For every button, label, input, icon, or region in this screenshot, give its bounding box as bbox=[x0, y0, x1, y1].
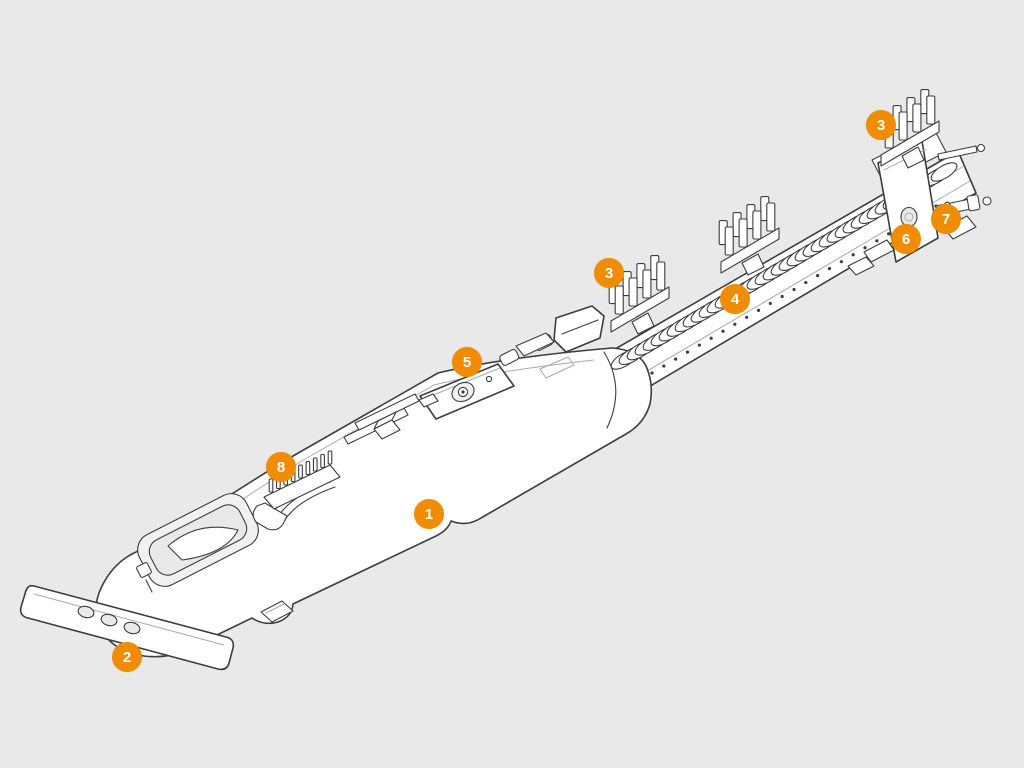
pin-tip bbox=[982, 196, 992, 206]
rail-hole bbox=[674, 357, 678, 361]
callout-label: 1 bbox=[424, 505, 434, 523]
rail-hole bbox=[733, 322, 737, 326]
rail-hole bbox=[863, 246, 867, 250]
rail-hole bbox=[650, 371, 654, 375]
callout-label: 6 bbox=[901, 230, 911, 248]
callout-badge-8: 8 bbox=[266, 452, 296, 482]
comb-tooth bbox=[327, 450, 333, 465]
bracket-foot bbox=[863, 239, 895, 263]
callout-badge-5: 5 bbox=[452, 347, 482, 377]
callout-badge-3: 3 bbox=[866, 110, 896, 140]
plate-hole bbox=[123, 621, 141, 635]
comb-tooth bbox=[312, 457, 318, 472]
tab-group bbox=[499, 348, 520, 366]
callout-badge-7: 7 bbox=[931, 204, 961, 234]
callout-label: 8 bbox=[276, 458, 286, 476]
plate-hole bbox=[77, 605, 95, 619]
bracket-hole-rim bbox=[904, 212, 914, 222]
rail-hole bbox=[875, 239, 879, 243]
rail-hole bbox=[709, 336, 713, 340]
rail-hole bbox=[756, 308, 761, 312]
knob-stem bbox=[145, 579, 153, 593]
rail-hole bbox=[827, 267, 832, 271]
body-outline bbox=[95, 347, 653, 658]
screw-hole bbox=[485, 375, 493, 383]
callout-label: 3 bbox=[604, 264, 614, 282]
front-foot bbox=[260, 600, 294, 623]
main-body bbox=[95, 347, 653, 658]
comb-base bbox=[263, 464, 341, 510]
callout-badge-3: 3 bbox=[594, 258, 624, 288]
pin-collar bbox=[966, 194, 981, 212]
foot-edge bbox=[265, 603, 285, 614]
rail-hole bbox=[816, 273, 820, 278]
tab bbox=[499, 348, 520, 366]
rail-hole bbox=[887, 232, 891, 236]
callout-badge-4: 4 bbox=[720, 284, 750, 314]
callout-label: 5 bbox=[462, 353, 472, 371]
foot-outline bbox=[260, 600, 294, 623]
callout-label: 7 bbox=[941, 210, 951, 228]
callout-badge-1: 1 bbox=[414, 499, 444, 529]
rail-hole bbox=[804, 280, 808, 285]
callout-label: 3 bbox=[876, 116, 886, 134]
callout-label: 4 bbox=[730, 290, 740, 308]
foot bbox=[847, 256, 875, 276]
rear-bracket-hump bbox=[515, 305, 605, 379]
pin-collar-group bbox=[966, 194, 981, 212]
connector bbox=[418, 393, 439, 408]
comb-tooth bbox=[298, 464, 303, 479]
rail-hole bbox=[792, 287, 796, 292]
rail-foot bbox=[847, 256, 875, 276]
boss-center bbox=[461, 390, 465, 394]
body-opening bbox=[136, 493, 259, 593]
pin-rods bbox=[343, 393, 420, 445]
rail-hole bbox=[768, 301, 772, 306]
rail-hole bbox=[662, 364, 666, 368]
top-rod bbox=[937, 145, 978, 161]
gusset-edge bbox=[561, 319, 599, 335]
comb-tooth bbox=[320, 453, 325, 469]
comb-tooth bbox=[305, 460, 311, 476]
top-rod-tip bbox=[976, 143, 986, 153]
block-front bbox=[373, 419, 401, 440]
callout-badge-6: 6 bbox=[891, 224, 921, 254]
latch-knob bbox=[136, 562, 152, 578]
end-cap-seam bbox=[603, 351, 617, 429]
callout-badge-2: 2 bbox=[112, 642, 142, 672]
rail-hole bbox=[745, 315, 749, 319]
rail-hole bbox=[721, 329, 725, 333]
hump-block bbox=[515, 332, 555, 357]
sensor-plate bbox=[418, 363, 515, 420]
comb-tooth bbox=[268, 478, 274, 493]
plate-hole bbox=[100, 613, 118, 627]
slot-mark bbox=[539, 356, 575, 379]
rail-hole bbox=[685, 350, 690, 354]
gusset bbox=[553, 305, 605, 353]
rail-hole bbox=[851, 253, 855, 257]
rail-hole bbox=[780, 294, 784, 299]
rail-hole bbox=[839, 260, 843, 264]
opening-ramp bbox=[167, 526, 239, 561]
rod bbox=[354, 393, 420, 431]
mounting-plate bbox=[19, 584, 235, 671]
cable-bracket bbox=[252, 502, 288, 531]
callout-label: 2 bbox=[122, 648, 132, 666]
rail-hole bbox=[697, 343, 701, 347]
plate-edge bbox=[33, 593, 225, 646]
coil-loop bbox=[930, 162, 958, 182]
knob bbox=[136, 562, 152, 578]
